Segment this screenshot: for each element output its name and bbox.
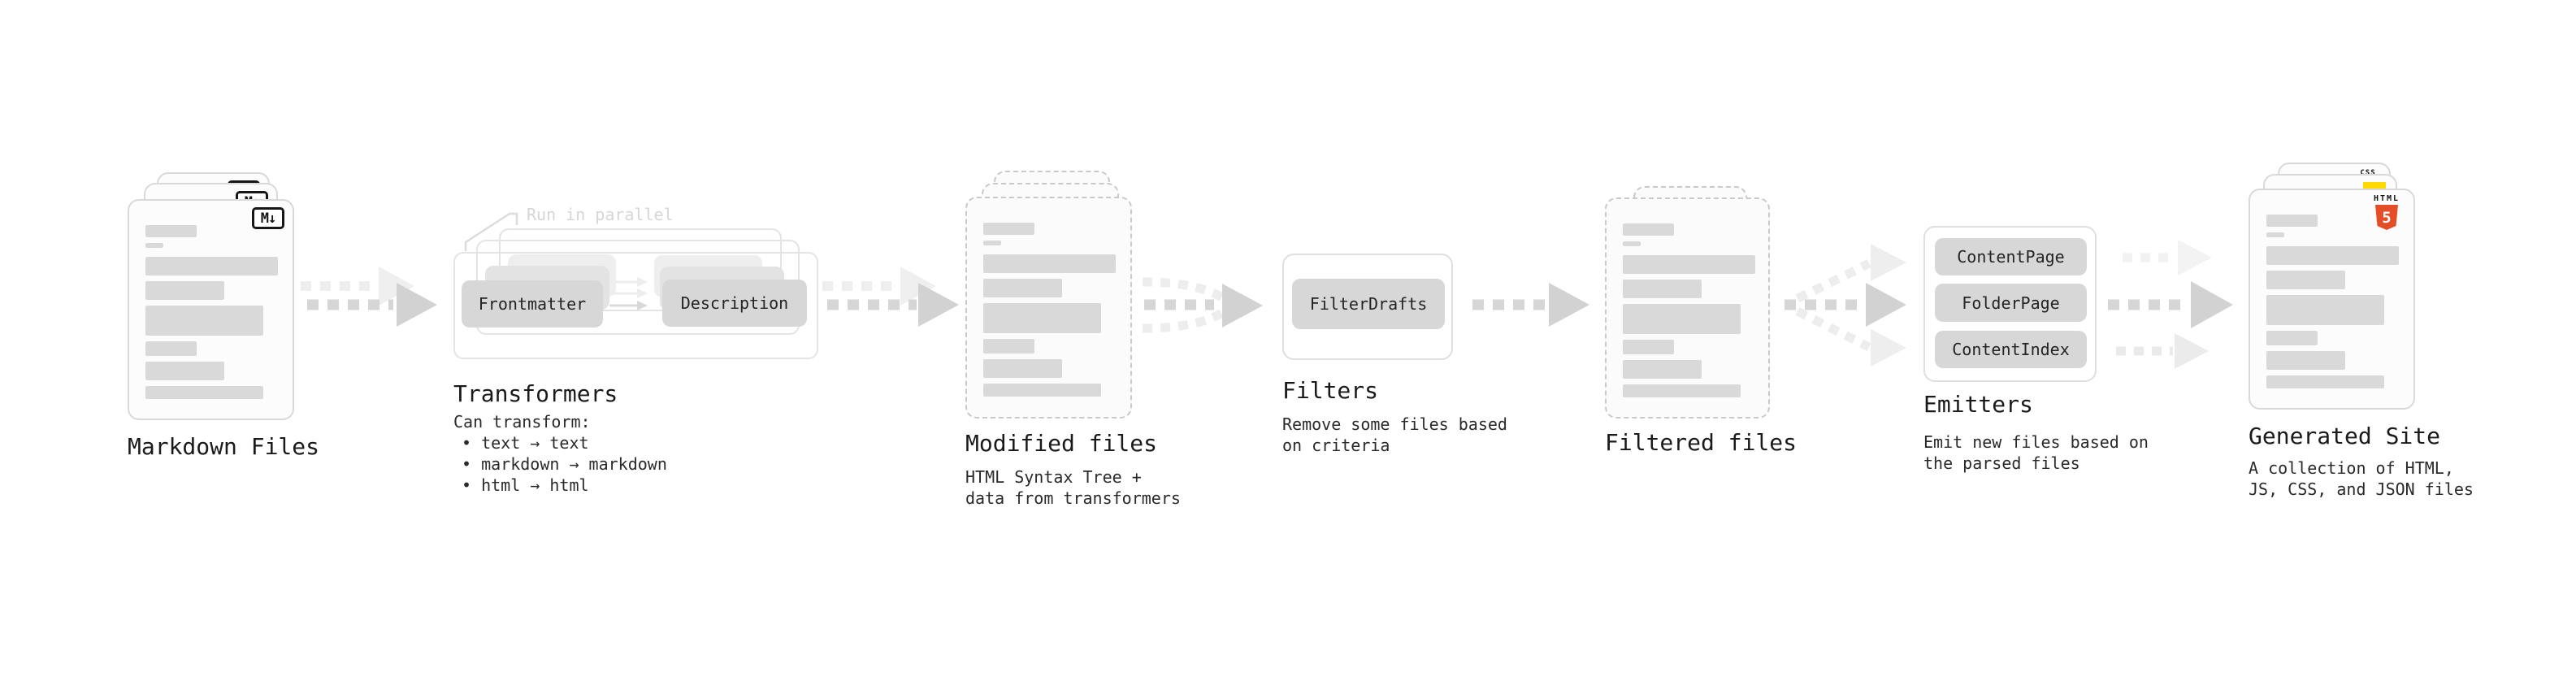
run-in-parallel-annotation: Run in parallel	[527, 205, 674, 224]
emitters-description: Emit new files based on the parsed files	[1923, 432, 2149, 474]
run-in-parallel-leader-line	[464, 212, 518, 251]
skeleton-bar	[1623, 255, 1755, 274]
skeleton-bar	[1623, 304, 1741, 334]
modified-files-stack	[965, 171, 1160, 423]
arrow-transformers-to-modified	[822, 267, 959, 327]
description-plugin-chip: Description	[662, 280, 807, 327]
skeleton-bar	[1623, 360, 1702, 379]
folderpage-plugin-chip: FolderPage	[1935, 284, 2087, 322]
html5-icon-number: 5	[2382, 208, 2392, 227]
skeleton-bar	[983, 384, 1101, 397]
description-line: Emit new files based on	[1923, 432, 2149, 452]
generated-site-stack: CSS HTML 5	[2249, 163, 2444, 414]
document-skeleton	[145, 225, 278, 399]
description-line: • html → html	[462, 475, 589, 495]
description-line: A collection of HTML,	[2249, 458, 2454, 478]
arrow-emitters-to-site	[2108, 240, 2233, 369]
arrow-modified-to-filters-merge	[1142, 277, 1263, 333]
skeleton-bar	[2266, 246, 2399, 265]
description-line: HTML Syntax Tree +	[965, 467, 1142, 487]
document-skeleton	[1623, 223, 1755, 397]
contentindex-plugin-chip: ContentIndex	[1935, 331, 2087, 368]
html5-icon: HTML 5	[2368, 195, 2405, 230]
skeleton-bar	[983, 254, 1116, 273]
skeleton-bar	[983, 223, 1034, 235]
emitters-panel: ContentPage FolderPage ContentIndex	[1923, 226, 2097, 382]
modified-file-card-front	[965, 197, 1132, 419]
generated-site-description: A collection of HTML, JS, CSS, and JSON …	[2249, 458, 2474, 500]
description-line: the parsed files	[1923, 453, 2080, 473]
html5-icon-shield: 5	[2375, 205, 2398, 230]
skeleton-bar	[2266, 215, 2318, 227]
description-line: Can transform:	[453, 412, 591, 432]
skeleton-bar	[1623, 241, 1641, 246]
skeleton-bar	[2266, 232, 2284, 237]
skeleton-bar	[983, 339, 1034, 354]
description-line: JS, CSS, and JSON files	[2249, 479, 2474, 499]
transformers-description: Can transform: • text → text • markdown …	[453, 411, 667, 496]
skeleton-bar	[2266, 271, 2345, 289]
css-icon-label: CSS	[2360, 169, 2376, 177]
skeleton-bar	[145, 341, 197, 356]
skeleton-bar	[2266, 351, 2345, 370]
contentpage-plugin-chip: ContentPage	[1935, 238, 2087, 275]
filterdrafts-plugin-chip: FilterDrafts	[1292, 279, 1445, 329]
arrow-filters-to-filtered	[1472, 283, 1589, 327]
html-file-card-front: HTML 5	[2249, 189, 2415, 410]
frontmatter-plugin-chip: Frontmatter	[462, 280, 603, 327]
skeleton-bar	[983, 359, 1062, 378]
skeleton-bar	[145, 386, 263, 399]
markdown-files-title: Markdown Files	[128, 433, 320, 460]
skeleton-bar	[145, 306, 263, 336]
description-line: • text → text	[462, 433, 589, 453]
filters-title: Filters	[1282, 377, 1379, 404]
filters-panel: FilterDrafts	[1282, 254, 1453, 360]
filtered-files-title: Filtered files	[1605, 429, 1798, 456]
markdown-file-card-front: M↓	[128, 199, 294, 420]
skeleton-bar	[983, 303, 1101, 333]
skeleton-bar	[2266, 331, 2318, 345]
document-skeleton	[2266, 215, 2399, 388]
description-line: Remove some files based	[1282, 414, 1507, 434]
arrow-markdown-to-transformers	[301, 267, 437, 327]
document-skeleton	[983, 223, 1116, 397]
skeleton-bar	[145, 225, 197, 237]
filtered-file-card-front	[1605, 197, 1770, 419]
description-line: data from transformers	[965, 488, 1181, 508]
skeleton-bar	[1623, 340, 1674, 354]
generated-site-title: Generated Site	[2249, 423, 2441, 449]
skeleton-bar	[2266, 375, 2384, 388]
skeleton-bar	[145, 362, 224, 380]
modified-files-description: HTML Syntax Tree + data from transformer…	[965, 466, 1181, 509]
arrow-frontmatter-to-description	[609, 277, 648, 310]
description-line: • markdown → markdown	[462, 454, 667, 474]
skeleton-bar	[2266, 295, 2384, 325]
html5-icon-word: HTML	[2373, 194, 2400, 203]
skeleton-bar	[145, 257, 278, 275]
skeleton-bar	[983, 279, 1062, 297]
skeleton-bar	[1623, 280, 1702, 298]
arrow-filtered-to-emitters-fanout	[1785, 244, 1906, 367]
markdown-files-stack: M↓ M↓ M↓	[128, 172, 323, 424]
skeleton-bar	[983, 241, 1001, 245]
filters-description: Remove some files based on criteria	[1282, 414, 1507, 456]
modified-files-title: Modified files	[965, 430, 1158, 457]
skeleton-bar	[145, 243, 163, 248]
skeleton-bar	[1623, 384, 1741, 397]
filtered-files-stack	[1605, 174, 1800, 426]
skeleton-bar	[145, 281, 224, 300]
skeleton-bar	[1623, 223, 1674, 236]
description-line: on criteria	[1282, 436, 1390, 455]
markdown-icon: M↓	[252, 207, 284, 229]
transformer-panel-front	[453, 252, 818, 359]
transformers-title: Transformers	[453, 380, 618, 407]
emitters-title: Emitters	[1923, 391, 2033, 418]
